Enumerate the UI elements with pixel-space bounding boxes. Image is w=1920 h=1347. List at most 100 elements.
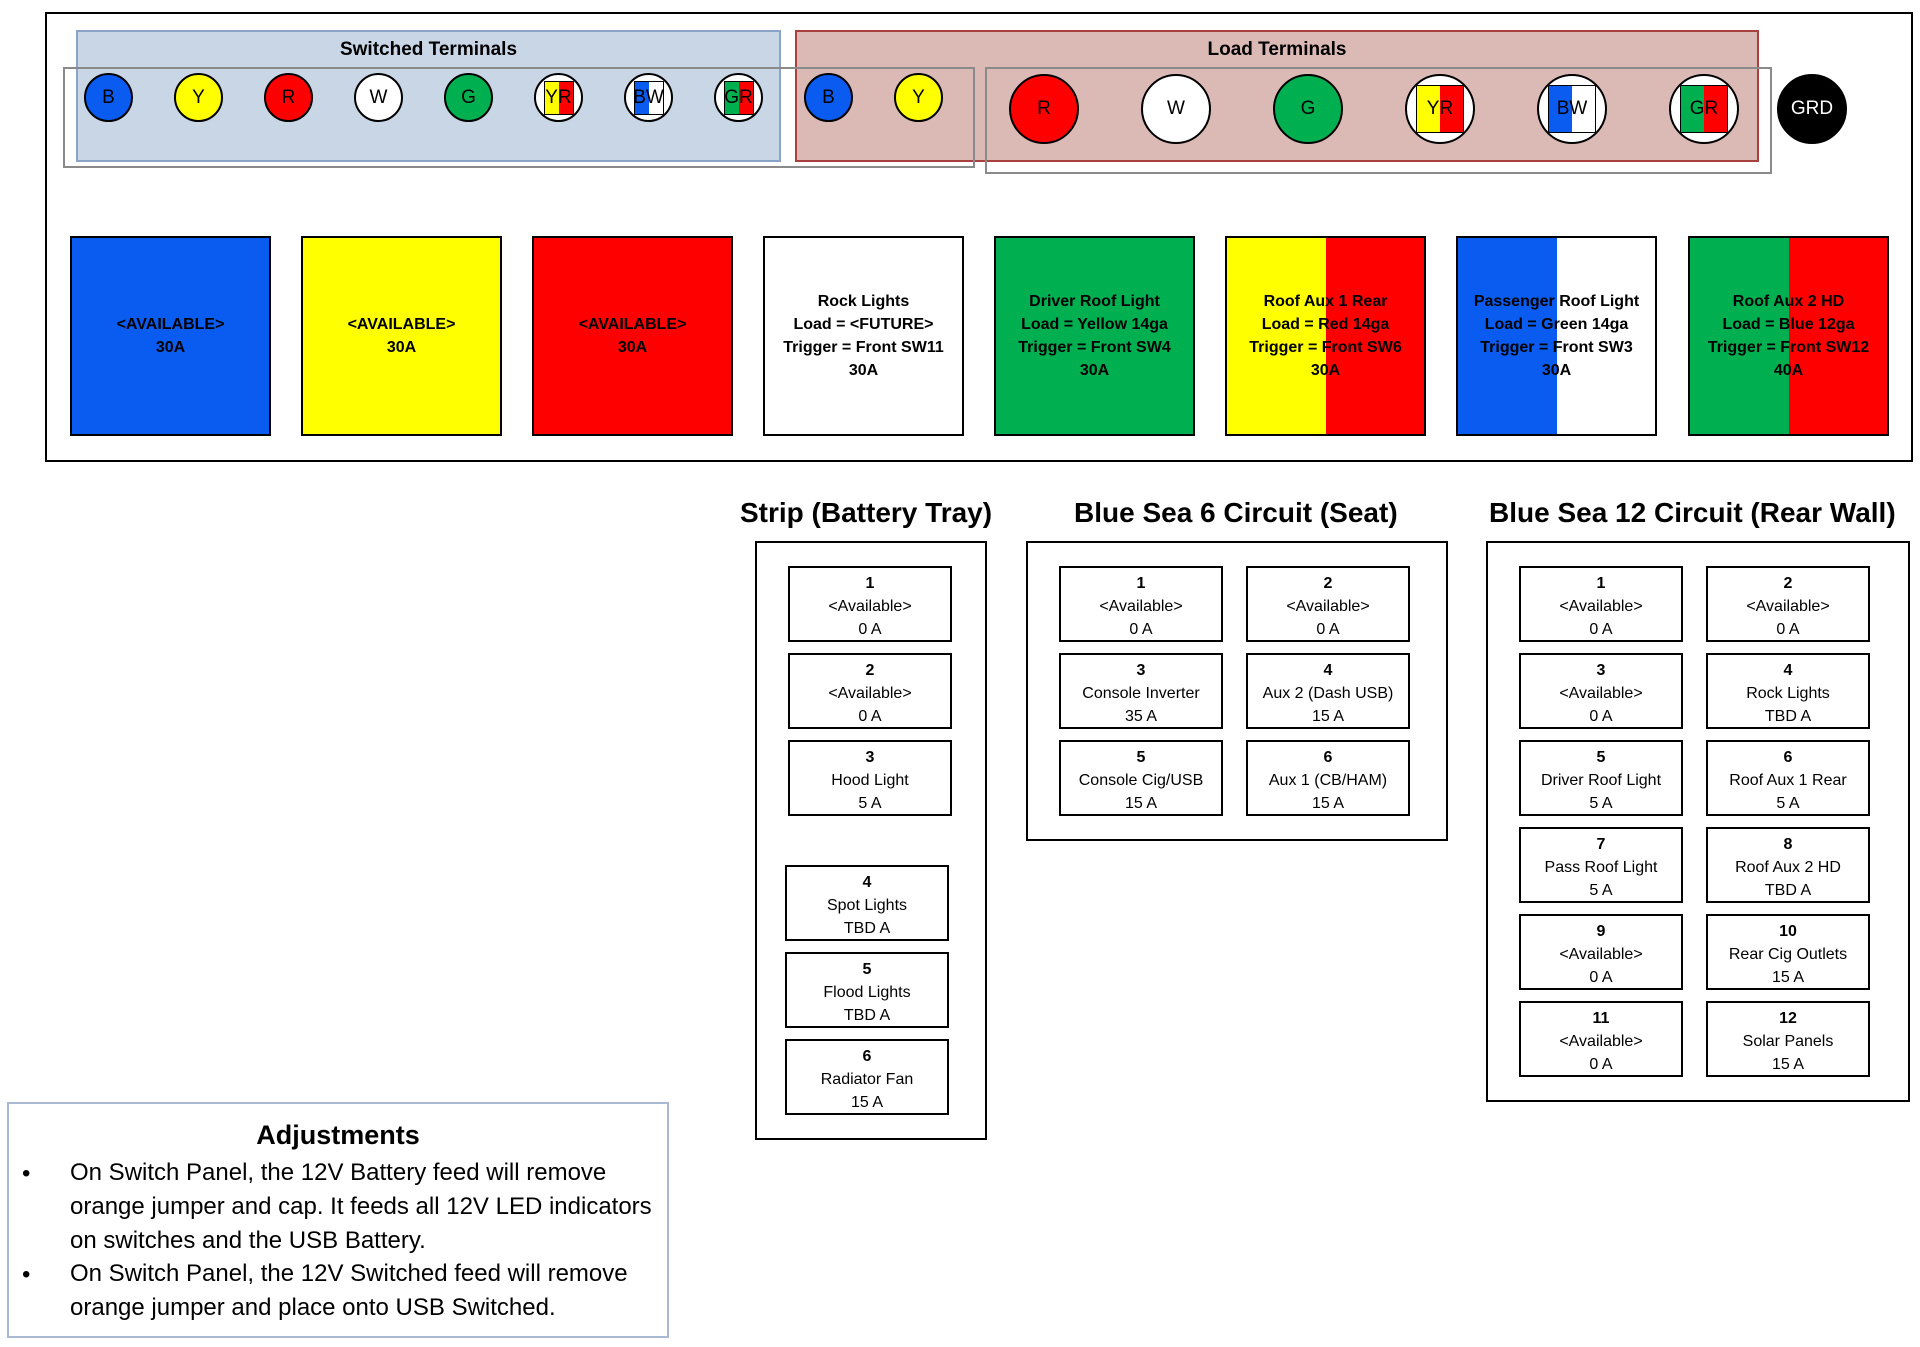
circuit-amps: 5 A <box>1589 882 1613 899</box>
circuit-number: 2 <box>1323 575 1333 592</box>
load-terminal-r: R <box>1009 74 1079 144</box>
circuit-amps: 0 A <box>858 708 882 725</box>
terminal-color-band <box>558 81 573 114</box>
switched-terminal-g: G <box>444 73 493 122</box>
circuit-name: Rock Lights <box>1746 685 1830 702</box>
bluesea12-title: Blue Sea 12 Circuit (Rear Wall) <box>1489 497 1896 528</box>
terminal-color-band <box>1681 86 1704 132</box>
circuit-amps: 0 A <box>858 621 882 638</box>
load-terminal-g: G <box>1273 74 1343 144</box>
circuit-name: Driver Roof Light <box>1540 772 1662 789</box>
circuit-amps: 0 A <box>1129 621 1153 638</box>
circuit-number: 5 <box>1136 749 1146 766</box>
switched-terminal-yr: YR <box>534 73 583 122</box>
circuit-amps: 5 A <box>1776 795 1800 812</box>
terminal-color-split <box>633 80 664 115</box>
strip-panel <box>755 541 987 1140</box>
load-terminal-gr: GR <box>1669 74 1739 144</box>
circuit-number: 2 <box>865 662 875 679</box>
circuit-name: <Available> <box>1559 685 1643 702</box>
relay-panel <box>45 12 1913 462</box>
circuit-name: <Available> <box>1746 598 1830 615</box>
relay-fuse-label: Roof Aux 1 Rear Load = Red 14ga Trigger … <box>1249 293 1402 379</box>
circuit-amps: 15 A <box>850 1094 884 1111</box>
circuit-amps: TBD A <box>1764 882 1812 899</box>
circuit-name: Roof Aux 2 HD <box>1735 859 1841 876</box>
relay-fuse-5: Driver Roof Light Load = Yellow 14ga Tri… <box>994 236 1195 436</box>
terminal-color-split <box>723 80 754 115</box>
terminal-label: Y <box>912 86 925 108</box>
circuit-name: <Available> <box>828 598 912 615</box>
circuit-number: 11 <box>1592 1010 1610 1027</box>
switched-terminals-outline <box>63 67 975 168</box>
terminal-label: GR <box>724 86 753 108</box>
circuit-number: 1 <box>1136 575 1146 592</box>
switched-terminals-title: Switched Terminals <box>339 39 518 60</box>
circuit-number: 8 <box>1783 836 1793 853</box>
terminal-color-band <box>1549 86 1572 132</box>
terminal-label: R <box>1037 98 1051 119</box>
terminal-label: BW <box>1556 98 1588 119</box>
circuit-number: 9 <box>1596 923 1606 940</box>
circuit-name: Rear Cig Outlets <box>1728 946 1848 963</box>
circuit-amps: 0 A <box>1589 969 1613 986</box>
bluesea12-circuit-2: 2<Available>0 A <box>1706 566 1870 642</box>
circuit-number: 7 <box>1596 836 1606 853</box>
terminal-color-band <box>1572 86 1595 132</box>
terminal-color-band <box>634 81 649 114</box>
strip-circuit-2: 2<Available>0 A <box>788 653 952 729</box>
load-terminals-title: Load Terminals <box>1207 39 1347 60</box>
circuit-amps: 15 A <box>1771 969 1805 986</box>
switched-terminal-r: R <box>264 73 313 122</box>
terminal-label: G <box>461 86 476 108</box>
circuit-name: Pass Roof Light <box>1544 859 1658 876</box>
circuit-number: 4 <box>862 874 872 891</box>
bluesea12-circuit-11: 11<Available>0 A <box>1519 1001 1683 1077</box>
circuit-amps: 35 A <box>1124 708 1158 725</box>
circuit-name: Aux 1 (CB/HAM) <box>1268 772 1388 789</box>
circuit-number: 5 <box>862 961 872 978</box>
circuit-name: Hood Light <box>831 772 909 789</box>
bluesea6-circuit-2: 2<Available>0 A <box>1246 566 1410 642</box>
terminal-color-split <box>543 80 574 115</box>
terminal-color-band <box>738 81 753 114</box>
circuit-amps: TBD A <box>843 920 891 937</box>
relay-fuse-3: <AVAILABLE> 30A <box>532 236 733 436</box>
relay-fuse-2: <AVAILABLE> 30A <box>301 236 502 436</box>
adjustments-panel: Adjustments • On Switch Panel, the 12V B… <box>7 1102 669 1338</box>
relay-fuse-6: Roof Aux 1 Rear Load = Red 14ga Trigger … <box>1225 236 1426 436</box>
relay-fuse-7: Passenger Roof Light Load = Green 14ga T… <box>1456 236 1657 436</box>
relay-fuse-label: <AVAILABLE> 30A <box>116 316 225 356</box>
terminal-color-band <box>1704 86 1727 132</box>
terminal-color-split <box>1680 85 1728 133</box>
terminal-color-band <box>1440 86 1463 132</box>
bullet-2: • <box>22 1261 31 1288</box>
terminal-label: GR <box>1689 98 1719 119</box>
circuit-amps: 0 A <box>1316 621 1340 638</box>
circuit-name: Aux 2 (Dash USB) <box>1262 685 1394 702</box>
relay-fuse-color-half <box>1556 238 1655 434</box>
bluesea12-circuit-1: 1<Available>0 A <box>1519 566 1683 642</box>
circuit-number: 4 <box>1783 662 1793 679</box>
circuit-amps: 0 A <box>1776 621 1800 638</box>
relay-fuse-8: Roof Aux 2 HD Load = Blue 12ga Trigger =… <box>1688 236 1889 436</box>
circuit-name: <Available> <box>1559 946 1643 963</box>
circuit-amps: 0 A <box>1589 708 1613 725</box>
terminal-label: GRD <box>1790 98 1834 119</box>
bluesea12-circuit-9: 9 <Available> 0 A <box>1519 914 1683 990</box>
terminal-label: B <box>822 86 835 108</box>
terminal-label: B <box>102 86 115 108</box>
load-terminal-bw: BW <box>1537 74 1607 144</box>
strip-circuit-1: 1<Available>0 A <box>788 566 952 642</box>
terminal-color-split <box>1416 85 1464 133</box>
circuit-amps: 0 A <box>1589 621 1613 638</box>
relay-fuse-color-half <box>1227 238 1326 434</box>
circuit-name: Console Cig/USB <box>1078 772 1204 789</box>
switched-terminal-w: W <box>354 73 403 122</box>
relay-fuse-4: Rock Lights Load = <FUTURE> Trigger = Fr… <box>763 236 964 436</box>
circuit-number: 6 <box>1323 749 1333 766</box>
